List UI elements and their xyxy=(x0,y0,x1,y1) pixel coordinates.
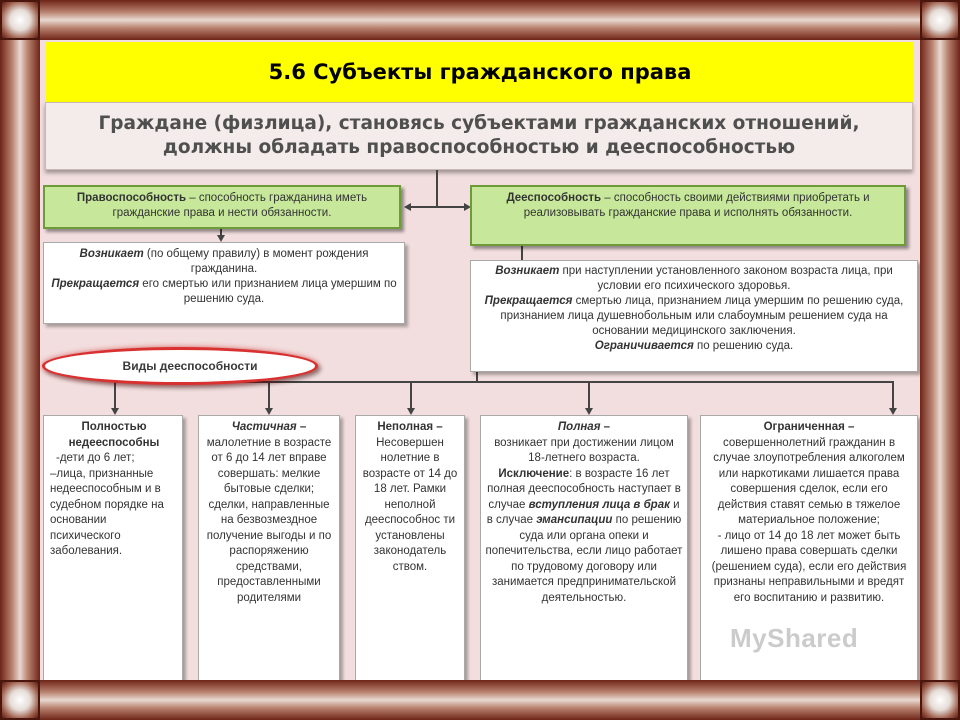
column-title: Частичная xyxy=(231,421,297,433)
marriage-text: вступления лица в брак xyxy=(528,498,670,511)
column-partial: Частичная – малолетние в возрасте от 6 д… xyxy=(198,415,340,680)
column-text: и в случае xyxy=(486,498,680,527)
column-title-dash: – xyxy=(600,421,611,433)
connector-line xyxy=(476,372,478,381)
arrow-down-icon xyxy=(407,408,415,415)
ends-text: смертью лица, признанием лица умершим по… xyxy=(500,295,904,337)
column-title: Ограниченная – xyxy=(763,421,855,433)
column-text: по решению суда или органа опеки и попеч… xyxy=(485,514,683,604)
column-incomplete: Неполная – Несовершен нолетние в возраст… xyxy=(355,415,465,680)
column-limited: Ограниченная – совершеннолетний граждани… xyxy=(700,415,918,680)
column-text: –лица, признанные недееспособным и в суд… xyxy=(50,467,164,558)
limited-text: по решению суда. xyxy=(693,340,794,352)
frame-corner xyxy=(0,0,40,40)
frame-top xyxy=(0,0,960,40)
ends-text: его смертью или признанием лица умершим … xyxy=(139,278,397,305)
connector-line xyxy=(114,381,116,409)
column-text: - лицо от 14 до 18 лет может быть лишено… xyxy=(711,529,907,604)
column-fully-incapable: Полностью недееспособны -дети до 6 лет; … xyxy=(43,415,183,680)
connector-line xyxy=(220,229,222,236)
kinds-label: Виды дееспособности xyxy=(122,359,258,373)
limited-label: Ограничивается xyxy=(594,340,694,352)
legal-capacity-definition: – способность гражданина иметь гражданск… xyxy=(112,192,368,219)
arrow-down-icon xyxy=(265,408,273,415)
column-title: Неполная – xyxy=(377,421,443,433)
kinds-oval: Виды дееспособности xyxy=(42,347,318,385)
ends-label: Прекращается xyxy=(51,278,140,290)
watermark: MyShared xyxy=(730,623,859,653)
active-capacity-term: Дееспособность xyxy=(506,192,602,204)
column-text: малолетние в возрасте от 6 до 14 лет впр… xyxy=(206,436,332,604)
slide-title: 5.6 Субъекты гражданского права xyxy=(268,60,692,84)
arrow-right-icon xyxy=(464,203,471,211)
column-full: Полная – возникает при достижении лицом … xyxy=(480,415,688,680)
arrow-down-icon xyxy=(217,235,225,242)
column-title: Полностью недееспособны xyxy=(68,421,160,449)
column-text: совершеннолетний гражданин в случае злоу… xyxy=(713,436,905,527)
active-capacity-definition: – способность своими действиями приобрет… xyxy=(523,192,870,219)
column-title-dash: – xyxy=(296,421,307,433)
connector-line xyxy=(410,206,466,208)
legal-capacity-box: Правоспособность – способность гражданин… xyxy=(43,185,401,229)
connector-line xyxy=(521,246,523,260)
frame-corner xyxy=(920,0,960,40)
header-text: Граждане (физлица), становясь субъектами… xyxy=(98,113,860,158)
arises-text: (по общему правилу) в момент рождения гр… xyxy=(143,248,369,275)
legal-capacity-details: Возникает (по общему правилу) в момент р… xyxy=(43,242,405,324)
connector-line xyxy=(114,381,894,383)
connector-line xyxy=(892,381,894,409)
title-bar: 5.6 Субъекты гражданского права xyxy=(46,42,914,102)
connector-line xyxy=(410,381,412,409)
arises-label: Возникает xyxy=(495,265,560,277)
column-text: Несовершен нолетние в возрасте от 14 до … xyxy=(362,436,458,573)
exception-label: Исключение xyxy=(498,467,570,480)
frame-bottom xyxy=(0,680,960,720)
arrow-down-icon xyxy=(889,408,897,415)
arrow-left-icon xyxy=(404,203,411,211)
connector-line xyxy=(268,381,270,409)
connector-line xyxy=(436,170,438,206)
arrow-down-icon xyxy=(111,408,119,415)
active-capacity-box: Дееспособность – способность своими дейс… xyxy=(470,185,906,246)
header-box: Граждане (физлица), становясь субъектами… xyxy=(45,102,913,170)
slide: 5.6 Субъекты гражданского права Граждане… xyxy=(40,40,920,680)
column-title: Полная xyxy=(557,421,601,433)
arrow-down-icon xyxy=(585,408,593,415)
column-text: возникает при достижении лицом 18-летнег… xyxy=(494,436,674,465)
column-text: : в возрасте 16 лет полная дееспособност… xyxy=(487,467,681,511)
ends-label: Прекращается xyxy=(484,295,573,307)
frame-right xyxy=(920,0,960,720)
column-text: -дети до 6 лет; xyxy=(56,452,135,464)
arises-text: при наступлении установленного законом в… xyxy=(559,265,893,292)
frame-corner xyxy=(920,680,960,720)
connector-line xyxy=(588,381,590,409)
emancipation-text: эмансипации xyxy=(536,514,613,526)
frame-left xyxy=(0,0,40,720)
frame-corner xyxy=(0,680,40,720)
active-capacity-details: Возникает при наступлении установленного… xyxy=(470,260,918,372)
arises-label: Возникает xyxy=(79,248,144,260)
legal-capacity-term: Правоспособность xyxy=(76,192,187,204)
